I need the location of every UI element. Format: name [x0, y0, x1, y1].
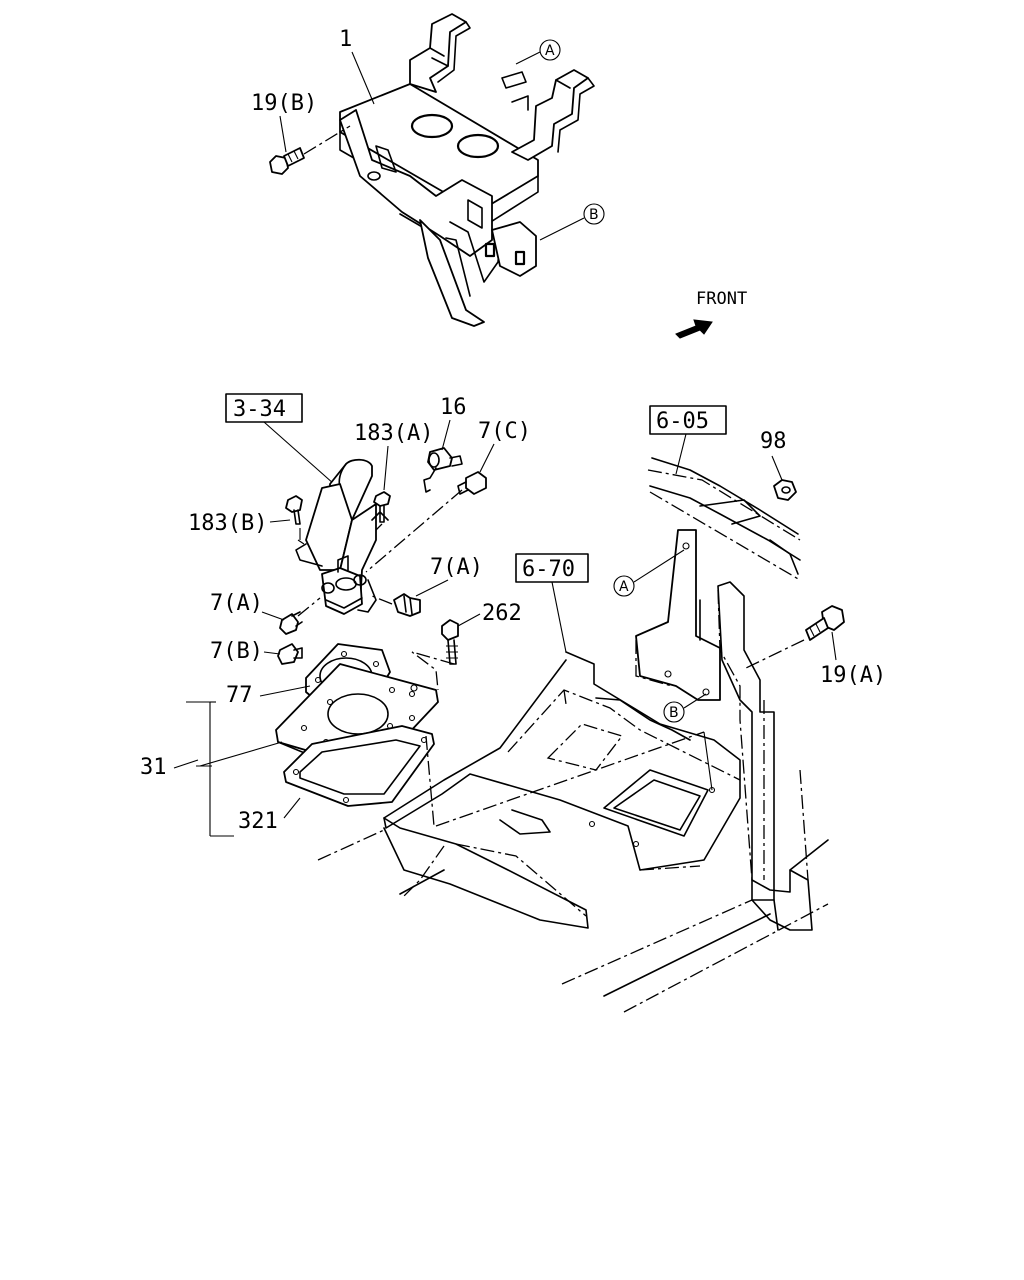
bracket-assembly [269, 13, 595, 327]
leader-77 [259, 685, 311, 697]
side-pillar [717, 581, 813, 931]
leader-183a [383, 445, 389, 491]
leader-7a-right [415, 579, 449, 597]
leader-31-text [173, 759, 199, 769]
svg-text:A: A [619, 579, 629, 595]
lever-assembly [285, 447, 487, 615]
leader-19a [831, 631, 837, 661]
floor-panel [317, 651, 829, 1013]
label-7a-right: 7(A) [430, 555, 483, 580]
nut-98 [773, 479, 797, 501]
svg-text:6-05: 6-05 [656, 409, 709, 434]
vertical-bracket [635, 529, 721, 701]
leader-7c [479, 443, 495, 473]
leader-31b [199, 741, 283, 767]
dash-262-down [411, 651, 455, 691]
label-262: 262 [482, 601, 522, 626]
ref-box-6-70: 6-70 [515, 553, 589, 583]
label-7b: 7(B) [210, 639, 263, 664]
bracket-31 [186, 701, 234, 837]
bolt-262 [441, 619, 459, 665]
svg-text:3-34: 3-34 [233, 397, 286, 422]
leader-183b [269, 519, 291, 523]
ref-box-6-05: 6-05 [649, 405, 727, 435]
leader-6-05 [675, 433, 687, 475]
leader-3-34 [263, 421, 335, 485]
dash-to-floor [435, 731, 705, 827]
label-31: 31 [140, 755, 167, 780]
label-98: 98 [760, 429, 787, 454]
label-183a: 183(A) [354, 421, 433, 446]
svg-text:6-70: 6-70 [522, 557, 575, 582]
label-321: 321 [238, 809, 278, 834]
label-16: 16 [440, 395, 467, 420]
leader-98 [771, 455, 783, 481]
dash-plate-down [425, 735, 435, 827]
svg-text:B: B [669, 705, 679, 721]
plate-321 [283, 725, 435, 807]
ref-box-3-34: 3-34 [225, 393, 303, 423]
front-arrow-icon [675, 319, 713, 339]
label-77: 77 [226, 683, 253, 708]
leader-321 [283, 797, 301, 819]
svg-text:B: B [589, 207, 599, 223]
svg-text:A: A [545, 43, 555, 59]
label-19a: 19(A) [820, 663, 886, 688]
leader-16 [441, 419, 451, 451]
leader-b-mid [683, 693, 707, 709]
label-183b: 183(B) [188, 511, 267, 536]
fitting-7a-right [371, 593, 421, 617]
leader-b-top [539, 217, 585, 241]
fitting-7a-left [279, 597, 321, 635]
leader-a-mid [633, 549, 685, 583]
leader-a-top [515, 51, 541, 65]
fitting-7b [277, 643, 303, 665]
leader-7b [263, 651, 281, 655]
label-1: 1 [339, 27, 352, 52]
callout-b-top: B [583, 203, 605, 225]
callout-a-top: A [539, 39, 561, 61]
front-label: FRONT [696, 289, 747, 309]
cross-member [647, 457, 801, 581]
leader-19b [279, 115, 287, 153]
callout-b-mid: B [663, 701, 685, 723]
leader-6-70 [551, 581, 567, 653]
callout-a-mid: A [613, 575, 635, 597]
label-7c: 7(C) [478, 419, 531, 444]
label-7a-left: 7(A) [210, 591, 263, 616]
dash-19a [745, 639, 805, 669]
label-19b: 19(B) [251, 91, 317, 116]
bolt-19b [269, 147, 305, 175]
leader-262 [457, 613, 481, 627]
bolt-19a [805, 605, 845, 641]
leader-7a-left [261, 611, 285, 621]
leader-1 [351, 51, 375, 105]
